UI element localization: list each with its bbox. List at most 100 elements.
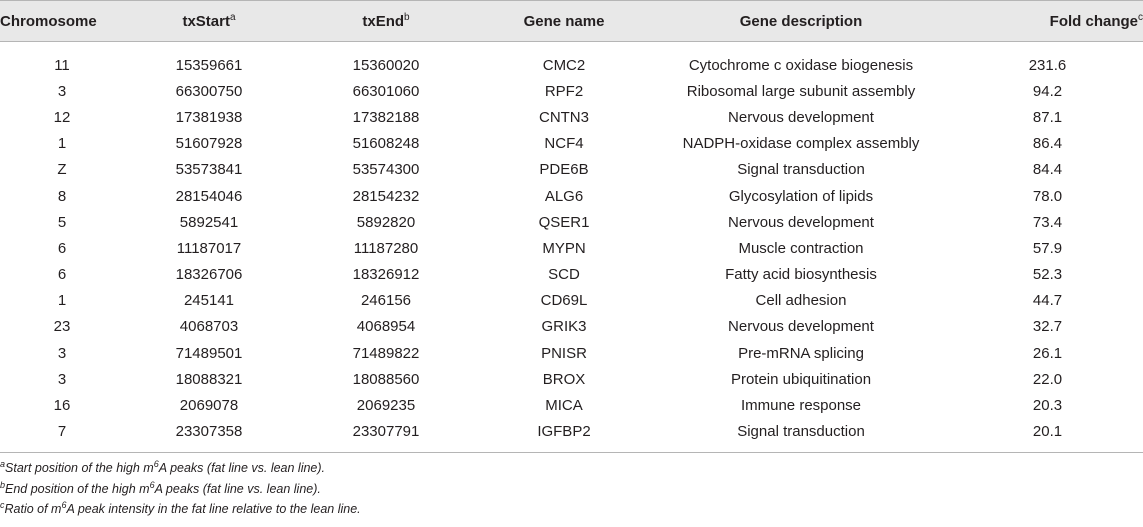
cell-gene-name: MICA bbox=[545, 397, 583, 415]
cell-chromosome: 7 bbox=[57, 423, 67, 441]
table-footnotes: aStart position of the high m6A peaks (f… bbox=[0, 458, 361, 520]
cell-gene-description: Nervous development bbox=[728, 213, 874, 231]
cell-txend: 71489822 bbox=[352, 344, 420, 362]
cell-chromosome: 3 bbox=[57, 370, 67, 388]
cell-txstart: 245141 bbox=[183, 292, 235, 310]
cell-txstart: 28154046 bbox=[175, 187, 243, 205]
cell-fold-change: 32.7 bbox=[1032, 318, 1063, 336]
cell-gene-description: Pre-mRNA splicing bbox=[738, 344, 864, 362]
footnote-text: Start position of the high m bbox=[5, 461, 154, 475]
cell-txend: 28154232 bbox=[352, 187, 420, 205]
cell-gene-description: Signal transduction bbox=[737, 161, 865, 179]
cell-txstart: 2069078 bbox=[179, 397, 239, 415]
cell-txstart: 51607928 bbox=[175, 135, 243, 153]
cell-txend: 66301060 bbox=[352, 82, 420, 100]
cell-fold-change: 20.3 bbox=[1032, 397, 1063, 415]
cell-gene-description: Immune response bbox=[740, 397, 862, 415]
cell-txend: 5892820 bbox=[356, 213, 416, 231]
cell-gene-description: Cell adhesion bbox=[755, 292, 847, 310]
footnote: cRatio of m6A peak intensity in the fat … bbox=[0, 499, 361, 520]
cell-fold-change: 26.1 bbox=[1032, 344, 1063, 362]
cell-gene-name: GRIK3 bbox=[541, 318, 587, 336]
cell-txstart: 66300750 bbox=[175, 82, 243, 100]
cell-chromosome: 8 bbox=[57, 187, 67, 205]
cell-fold-change: 86.4 bbox=[1032, 135, 1063, 153]
footnote-superscript: 6 bbox=[61, 499, 67, 510]
cell-gene-description: Cytochrome c oxidase biogenesis bbox=[688, 56, 914, 74]
cell-txstart: 5892541 bbox=[179, 213, 239, 231]
cell-txstart: 23307358 bbox=[175, 423, 243, 441]
cell-fold-change: 231.6 bbox=[1028, 56, 1067, 74]
table-row: 3 18088321 18088560 BROX Protein ubiquitinat… bbox=[0, 366, 1143, 392]
header-chromosome: Chromosome bbox=[0, 12, 97, 30]
cell-fold-change: 73.4 bbox=[1032, 213, 1063, 231]
cell-gene-name: BROX bbox=[542, 370, 586, 388]
footnote-superscript: 6 bbox=[153, 458, 159, 469]
cell-txend: 18088560 bbox=[352, 370, 420, 388]
cell-txend: 51608248 bbox=[352, 135, 420, 153]
table-row: 5 5892541 5892820 QSER1 Nervous development 7… bbox=[0, 209, 1143, 235]
cell-gene-name: RPF2 bbox=[544, 82, 584, 100]
cell-gene-description: Glycosylation of lipids bbox=[728, 187, 874, 205]
header-gene-name: Gene name bbox=[523, 12, 605, 30]
cell-gene-description: Protein ubiquitination bbox=[730, 370, 872, 388]
cell-chromosome: 5 bbox=[57, 213, 67, 231]
cell-gene-description: Ribosomal large subunit assembly bbox=[686, 82, 916, 100]
cell-txstart: 4068703 bbox=[179, 318, 239, 336]
cell-fold-change: 94.2 bbox=[1032, 82, 1063, 100]
footnote-text: A peak intensity in the fat line relativ… bbox=[66, 502, 361, 516]
cell-gene-name: CMC2 bbox=[542, 56, 586, 74]
cell-fold-change: 22.0 bbox=[1032, 370, 1063, 388]
cell-chromosome: 1 bbox=[57, 135, 67, 153]
header-txend: txEndb bbox=[362, 11, 410, 30]
cell-txend: 2069235 bbox=[356, 397, 416, 415]
cell-txend: 23307791 bbox=[352, 423, 420, 441]
cell-txend: 246156 bbox=[360, 292, 412, 310]
cell-txend: 15360020 bbox=[352, 56, 420, 74]
table-row: 1 51607928 51608248 NCF4 NADPH-oxidase compl… bbox=[0, 131, 1143, 157]
cell-fold-change: 44.7 bbox=[1032, 292, 1063, 310]
cell-txend: 17382188 bbox=[352, 108, 420, 126]
cell-fold-change: 57.9 bbox=[1032, 239, 1063, 257]
cell-txstart: 18088321 bbox=[175, 370, 243, 388]
cell-gene-name: PNISR bbox=[541, 344, 587, 362]
cell-txend: 4068954 bbox=[356, 318, 416, 336]
footnote: aStart position of the high m6A peaks (f… bbox=[0, 458, 361, 479]
footnote-text: Ratio of m bbox=[4, 502, 62, 516]
cell-chromosome: 1 bbox=[57, 292, 67, 310]
cell-chromosome: 12 bbox=[53, 108, 71, 126]
cell-chromosome: 6 bbox=[57, 266, 67, 284]
footnote-text: A peaks (fat line vs. lean line). bbox=[158, 461, 326, 475]
cell-gene-name: QSER1 bbox=[538, 213, 590, 231]
cell-gene-name: CNTN3 bbox=[538, 108, 589, 126]
header-txstart-footnote-mark: a bbox=[229, 11, 236, 23]
footnote-mark: c bbox=[0, 499, 5, 510]
footnote-mark: b bbox=[0, 479, 6, 490]
cell-fold-change: 84.4 bbox=[1032, 161, 1063, 179]
cell-txstart: 53573841 bbox=[175, 161, 243, 179]
cell-gene-description: Fatty acid biosynthesis bbox=[725, 266, 877, 284]
cell-chromosome: 3 bbox=[57, 82, 67, 100]
cell-chromosome: 16 bbox=[53, 397, 71, 415]
cell-gene-description: NADPH-oxidase complex assembly bbox=[682, 135, 920, 153]
footnote-superscript: 6 bbox=[149, 479, 155, 490]
table-row: 16 2069078 2069235 MICA Immune response 20.3 bbox=[0, 392, 1143, 418]
cell-fold-change: 52.3 bbox=[1032, 266, 1063, 284]
cell-chromosome: 3 bbox=[57, 344, 67, 362]
footnote-mark: a bbox=[0, 458, 6, 469]
cell-gene-description: Nervous development bbox=[728, 108, 874, 126]
cell-txend: 18326912 bbox=[352, 266, 420, 284]
cell-gene-name: IGFBP2 bbox=[537, 423, 591, 441]
cell-chromosome: 6 bbox=[57, 239, 67, 257]
cell-gene-name: NCF4 bbox=[544, 135, 584, 153]
gene-table: Chromosome txStarta txEndb Gene name Gen… bbox=[0, 11, 1143, 445]
cell-gene-description: Nervous development bbox=[728, 318, 874, 336]
